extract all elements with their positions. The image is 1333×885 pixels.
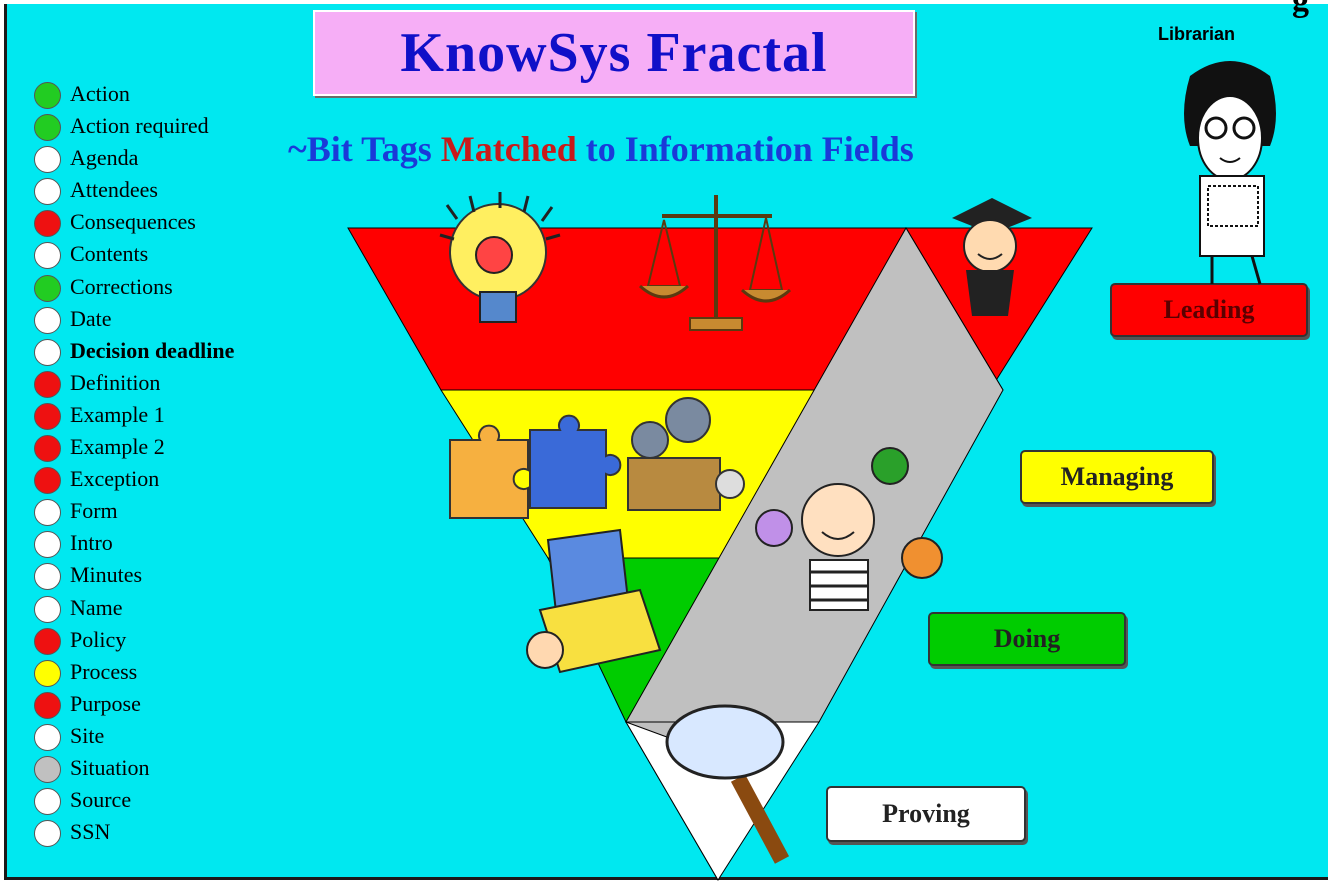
red-dot-icon [34, 210, 61, 238]
tag-item: Agenda [28, 144, 308, 176]
managing-button[interactable]: Managing [1020, 450, 1214, 504]
white-dot-icon [34, 595, 61, 623]
tag-item: Source [28, 786, 308, 818]
white-dot-icon [34, 146, 61, 174]
white-dot-icon [34, 788, 61, 816]
leading-button[interactable]: Leading [1110, 283, 1308, 337]
red-dot-icon [34, 370, 61, 398]
band-fill [625, 227, 1004, 723]
tag-label: Name [70, 594, 123, 620]
tag-label: Policy [70, 626, 127, 652]
tag-label: Action required [70, 113, 209, 139]
tag-item: Decision deadline [28, 337, 308, 369]
tag-label: Date [70, 305, 112, 331]
tag-item: Example 1 [28, 401, 308, 433]
tag-item: Action required [28, 112, 308, 144]
red-dot-icon [34, 467, 61, 495]
green-dot-icon [34, 274, 61, 302]
tag-item: SSN [28, 818, 308, 850]
tag-item: Site [28, 722, 308, 754]
tag-label: Minutes [70, 562, 143, 588]
doing-button[interactable]: Doing [928, 612, 1126, 666]
white-dot-icon [34, 820, 61, 848]
puzzle-icon [449, 414, 622, 519]
tag-label: Attendees [70, 177, 158, 203]
white-dot-icon [34, 242, 61, 270]
green-dot-icon [34, 114, 61, 142]
subtitle-part-1: ~Bit Tags [288, 129, 441, 169]
red-dot-icon [34, 435, 61, 463]
magnifier-icon [665, 704, 790, 864]
tag-item: Name [28, 594, 308, 626]
tag-item: Minutes [28, 561, 308, 593]
page-title: KnowSys Fractal [400, 22, 828, 84]
green-dot-icon [34, 82, 61, 109]
tag-label: Source [70, 787, 132, 813]
tag-label: Example 2 [70, 434, 165, 460]
librarian-label: Librarian [1158, 24, 1236, 44]
tag-label: Purpose [70, 690, 141, 716]
tag-item: Consequences [28, 208, 308, 240]
computer-icon [526, 528, 662, 674]
tag-item: Action [28, 80, 308, 112]
white-dot-icon [34, 531, 61, 559]
tag-item: Exception [28, 465, 308, 497]
red-dot-icon [34, 691, 61, 719]
scales-icon [638, 195, 792, 331]
red-dot-icon [34, 402, 61, 430]
yellow-dot-icon [34, 659, 61, 687]
lightbulb-icon [439, 192, 561, 323]
cutoff-text: g [1292, 0, 1309, 19]
tag-item: Attendees [28, 176, 308, 208]
tag-label: Example 1 [70, 401, 165, 427]
tag-label: Corrections [70, 273, 173, 299]
red-dot-icon [34, 627, 61, 655]
tag-label: Action [70, 81, 130, 106]
tag-item: Example 2 [28, 433, 308, 465]
tag-item: Purpose [28, 690, 308, 722]
juggler-icon [755, 447, 943, 611]
tag-label: Form [70, 498, 118, 524]
tag-label: Definition [70, 369, 161, 395]
proving-button[interactable]: Proving [826, 786, 1026, 842]
white-dot-icon [34, 338, 61, 366]
white-dot-icon [34, 563, 61, 591]
tag-item: Corrections [28, 273, 308, 305]
tag-item: Contents [28, 240, 308, 272]
tag-label: Contents [70, 241, 149, 267]
subtitle: ~Bit Tags Matched to Information Fields [288, 128, 914, 170]
projector-icon [627, 397, 745, 511]
tag-item: Policy [28, 626, 308, 658]
tag-label: SSN [70, 819, 111, 845]
tag-label: Situation [70, 754, 150, 780]
librarian-icon [1184, 61, 1276, 285]
tag-label: Process [70, 658, 138, 684]
tag-item: Intro [28, 529, 308, 561]
tag-label: Site [70, 722, 105, 748]
white-dot-icon [34, 306, 61, 334]
white-dot-icon [34, 723, 61, 751]
tag-label: Intro [70, 530, 113, 556]
white-dot-icon [34, 499, 61, 527]
gray-dot-icon [34, 755, 61, 783]
tag-item: Process [28, 658, 308, 690]
tag-item: Situation [28, 754, 308, 786]
title-box: KnowSys Fractal [313, 10, 915, 96]
white-dot-icon [34, 178, 61, 206]
tag-label: Agenda [70, 145, 139, 171]
tag-item: Date [28, 305, 308, 337]
subtitle-matched: Matched [440, 129, 577, 169]
tag-label: Decision deadline [70, 337, 235, 363]
subtitle-part-3: to Information Fields [576, 129, 914, 169]
tag-label: Consequences [70, 209, 196, 235]
graduate-icon [952, 198, 1032, 316]
tag-item: Form [28, 497, 308, 529]
tag-label: Exception [70, 466, 160, 492]
tag-item: Definition [28, 369, 308, 401]
